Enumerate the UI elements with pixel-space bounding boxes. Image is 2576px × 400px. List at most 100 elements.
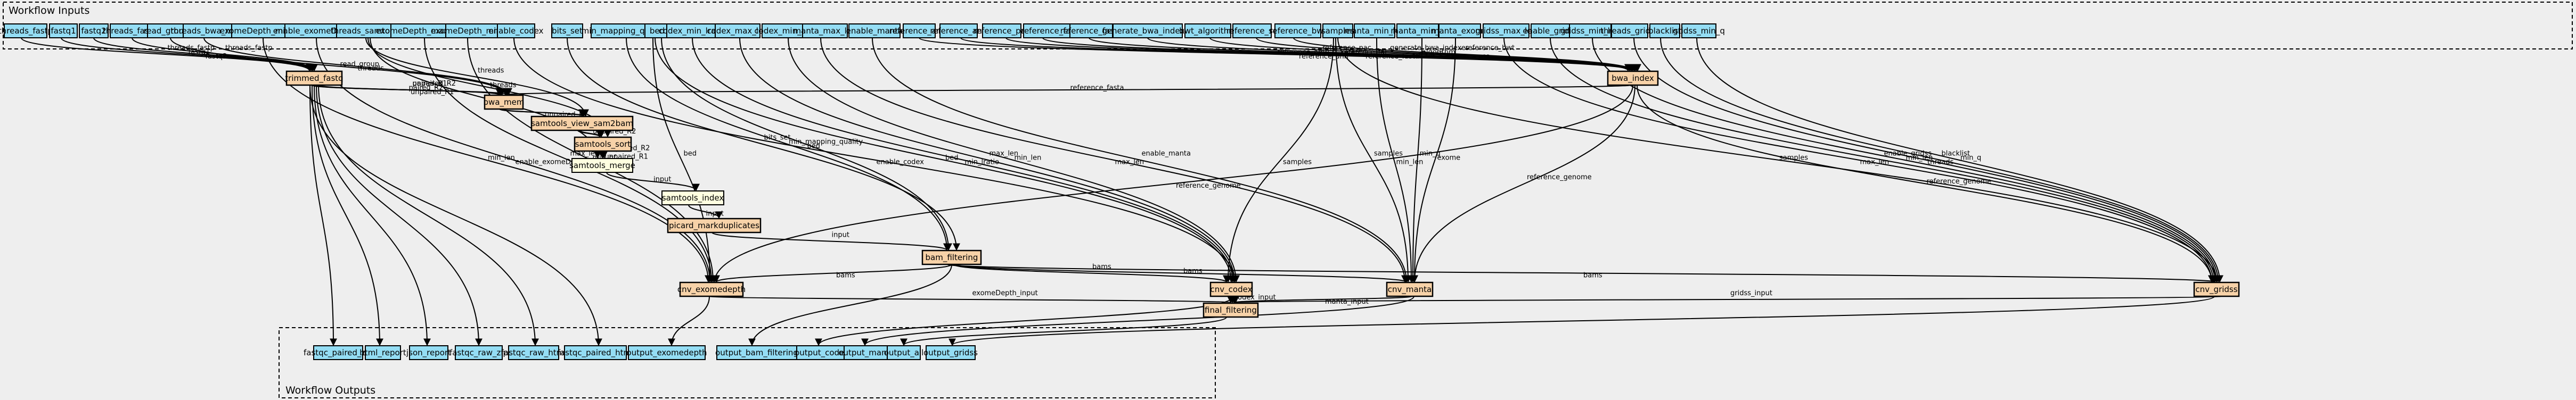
input-threads-gridss-36-box: [1611, 23, 1648, 38]
input-threads-samtools-8[interactable]: threads_samtools: [331, 23, 402, 38]
input-manta-min-len-30[interactable]: manta_min_len: [1344, 23, 1405, 38]
input-manta-min-len-30-label: manta_min_len: [1344, 26, 1405, 36]
input-gridss-min-q-38[interactable]: gridss_min_q: [1673, 23, 1725, 38]
input-reference-ann-21[interactable]: reference_ann: [930, 23, 987, 38]
input-exomeDepth-max-len-9[interactable]: exomeDepth_max_len: [376, 23, 465, 38]
edge-samtools_index-to-picard_markduplicates: [688, 204, 723, 219]
edge-in12-to-bam_filtering: [567, 37, 960, 251]
input-enable-exomeDepth-7-label: enable_exomeDepth: [273, 26, 355, 36]
input-manta-max-len-18-label: manta_max_len: [794, 26, 857, 36]
edge-label-threads: threads: [1927, 159, 1954, 166]
step-cnv-gridss[interactable]: cnv_gridss: [2193, 281, 2240, 297]
input-threads-gridss-36[interactable]: threads_gridss: [1600, 23, 1659, 38]
input-bed-14[interactable]: bed: [644, 23, 670, 38]
input-reference-pac-22[interactable]: reference_pac: [974, 23, 1030, 38]
edge-cnv_exomedepth-to-out6: [668, 296, 710, 346]
edge-in18-to-cnv_manta: [820, 37, 1409, 283]
input-blacklist-37[interactable]: blacklist: [1648, 23, 1681, 38]
output-output-bam-filtering-label: output_bam_filtering: [715, 348, 798, 358]
step-samtools-view-sam2bam[interactable]: samtools_view_sam2bam: [530, 115, 634, 131]
output-output-bam-filtering[interactable]: output_bam_filtering: [715, 345, 798, 360]
edge-label-threads: threads: [490, 81, 517, 89]
edge-trimmed_fastq-to-out4: [318, 85, 539, 346]
step-bwa-index[interactable]: bwa_index: [1607, 70, 1659, 86]
input-enable-exomeDepth-7[interactable]: enable_exomeDepth: [273, 23, 355, 38]
input-gridss-max-len-33-label: gridss_max_len: [1475, 26, 1537, 36]
step-final-filtering[interactable]: final_filtering: [1203, 302, 1259, 318]
edge-in33-to-cnv_gridss: [1503, 37, 2215, 283]
edge-label-input: input: [832, 231, 849, 239]
input-manta-exome-32-label: manta_exome: [1432, 26, 1488, 36]
input-enable-codex-11-label: enable_codex: [488, 26, 543, 36]
edge-label-reference-genome: reference_genome: [1176, 182, 1241, 190]
edge-label-gridss-input: gridss_input: [1730, 289, 1772, 297]
output-fastqc-paired-html[interactable]: fastqc_paired_html: [558, 345, 634, 360]
edges-layer: threads_fastpfastq1fastq2threads_fastpre…: [21, 37, 2223, 346]
edge-trimmed_fastq-to-out0: [309, 85, 337, 346]
input-bits-set-12[interactable]: bits_set: [551, 23, 583, 38]
input-bwt-algorithm-26-label: bwt_algorithm: [1179, 26, 1237, 36]
output-output-codex[interactable]: output_codex: [795, 345, 849, 360]
input-generate-bwa-indexes-25[interactable]: generate_bwa_indexes: [1102, 23, 1193, 38]
input-codex-min-len-17[interactable]: codex_min_len: [755, 23, 814, 38]
output-json-report[interactable]: json_report: [406, 345, 451, 360]
input-manta-exome-32[interactable]: manta_exome: [1432, 23, 1488, 38]
step-cnv-codex[interactable]: cnv_codex: [1209, 281, 1253, 297]
step-cnv-exomedepth-label: cnv_exomedepth: [677, 285, 746, 295]
edge-label-samples: samples: [1779, 154, 1808, 162]
input-blacklist-37-label: blacklist: [1648, 26, 1681, 36]
input-enable-manta-19[interactable]: enable_manta: [846, 23, 903, 38]
input-fastq2-2[interactable]: fastq2: [79, 23, 109, 38]
output-fastqc-raw-html-label: fastqc_raw_html: [501, 348, 567, 358]
input-gridss-max-len-33[interactable]: gridss_max_len: [1475, 23, 1537, 38]
edge-label-min-len: min_len: [1396, 159, 1424, 166]
step-cnv-manta-box: [1386, 281, 1434, 297]
step-picard-markduplicates[interactable]: picard_markduplicates: [667, 218, 762, 234]
input-codex-max-len-16[interactable]: codex_max_len: [707, 23, 768, 38]
output-fastqc-raw-html[interactable]: fastqc_raw_html: [501, 345, 567, 360]
output-fastqc-raw-zip[interactable]: fastqc_raw_zip: [449, 345, 508, 360]
input-reference-bwt-28[interactable]: reference_bwt: [1270, 23, 1327, 38]
output-html-report[interactable]: html_report: [359, 345, 406, 360]
input-reference-amb-20[interactable]: reference_amb: [889, 23, 949, 38]
output-output-all[interactable]: output_all: [884, 345, 924, 360]
step-bwa-mem[interactable]: bwa_mem: [484, 94, 525, 110]
step-trimmed-fastq[interactable]: trimmed_fastq: [285, 70, 344, 86]
input-enable-codex-11[interactable]: enable_codex: [488, 23, 544, 38]
step-bam-filtering[interactable]: bam_filtering: [921, 249, 982, 265]
input-manta-max-len-18[interactable]: manta_max_len: [794, 23, 857, 38]
input-reference-fai-23[interactable]: reference_fai: [1021, 23, 1073, 38]
input-threads-bwa-mem-5-label: threads_bwa_mem: [170, 26, 246, 36]
edge-in14-to-bam_filtering: [661, 37, 952, 251]
step-samtools-merge[interactable]: samtools_merge: [569, 158, 635, 173]
edge-bam_filtering-to-out7: [748, 264, 952, 346]
input-threads-bwa-mem-5[interactable]: threads_bwa_mem: [170, 23, 246, 38]
input-samples-29[interactable]: samples: [1321, 23, 1355, 38]
input-bwt-algorithm-26[interactable]: bwt_algorithm: [1179, 23, 1237, 38]
edge-label-bams: bams: [1183, 268, 1203, 276]
input-enable-gridss-34[interactable]: enable_gridss: [1523, 23, 1578, 38]
input-enable-gridss-34-label: enable_gridss: [1523, 26, 1578, 36]
output-output-manta[interactable]: output_manta: [838, 345, 895, 360]
input-reference-sa-27[interactable]: reference_sa: [1226, 23, 1278, 38]
output-output-exomedepth[interactable]: output_exomedepth: [626, 345, 707, 360]
step-samtools-sort[interactable]: samtools_sort: [574, 136, 632, 152]
input-codex-min-lratio-15[interactable]: codex_min_lratio: [659, 23, 726, 38]
input-exomeDepth-min-bf-10[interactable]: exomeDepth_min_bf: [431, 23, 513, 38]
input-manta-min-q-31[interactable]: manta_min_q: [1391, 23, 1445, 38]
edge-in14-to-cnv_codex: [655, 37, 1235, 283]
edge-in22-to-bwa_index: [1005, 37, 1638, 72]
step-cnv-manta[interactable]: cnv_manta: [1386, 281, 1434, 297]
edge-bam_filtering-to-cnv_codex: [953, 264, 1230, 283]
input-fastq1-1[interactable]: fastq1: [49, 23, 78, 38]
edge-label-generate-bwa-indexes: generate_bwa_indexes: [1390, 44, 1469, 52]
output-fastqc-paired-zip[interactable]: fastqc_paired_zip: [304, 345, 373, 360]
edge-in28-to-bwa_index: [1293, 37, 1637, 72]
output-output-gridss[interactable]: output_gridss: [923, 345, 978, 360]
inputs-cluster-label: Workflow Inputs: [9, 5, 89, 16]
edge-cnv_codex-to-out8: [815, 296, 1234, 346]
input-read-group-4[interactable]: read_group: [144, 23, 189, 38]
input-threads-fastp-0[interactable]: threads_fastp: [0, 23, 53, 38]
step-cnv-exomedepth[interactable]: cnv_exomedepth: [677, 281, 746, 297]
step-samtools-index[interactable]: samtools_index: [661, 190, 724, 205]
